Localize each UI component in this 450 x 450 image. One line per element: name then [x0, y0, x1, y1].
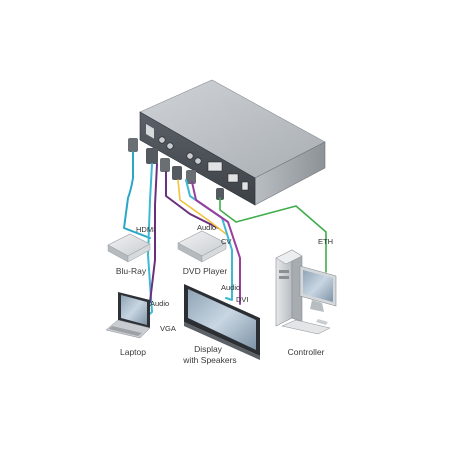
audio-dvd-cable — [165, 171, 219, 229]
display-monitor-icon — [184, 284, 260, 360]
display-caption-line2: with Speakers — [182, 355, 236, 365]
audio-dvd-label: Audio — [197, 223, 216, 232]
laptop-icon — [105, 292, 151, 339]
av-switcher-unit — [128, 79, 326, 206]
dvd-player-icon — [177, 230, 227, 263]
laptop-caption: Laptop — [120, 347, 146, 357]
vga-label: VGA — [160, 324, 176, 333]
cable-plugs — [128, 138, 224, 200]
hdmi-label: HDMI — [136, 225, 155, 234]
dvi-label: DVI — [236, 295, 249, 304]
cable-labels: HDMI Audio CV Audio VGA Audio DVI ETH — [136, 223, 333, 333]
eth-cable — [219, 197, 327, 273]
display-caption-line1: Display — [194, 344, 223, 354]
audio-laptop-label: Audio — [150, 299, 169, 308]
dvi-cable — [185, 179, 233, 301]
dvd-caption: DVD Player — [183, 266, 228, 276]
desktop-computer-icon — [275, 249, 337, 335]
rear-connectors — [146, 123, 249, 191]
controller-caption: Controller — [288, 347, 325, 357]
blu-ray-caption: Blu-Ray — [116, 266, 147, 276]
audio-display-label: Audio — [221, 283, 240, 292]
cv-label: CV — [221, 237, 231, 246]
hdmi-cable — [123, 151, 151, 239]
cv-cable — [177, 179, 227, 235]
audio-laptop-cable — [149, 163, 158, 303]
device-captions: Blu-Ray DVD Player Laptop Display with S… — [116, 266, 325, 365]
blu-ray-player-icon — [107, 233, 151, 263]
eth-label: ETH — [318, 237, 333, 246]
audio-display-cable — [191, 181, 241, 305]
